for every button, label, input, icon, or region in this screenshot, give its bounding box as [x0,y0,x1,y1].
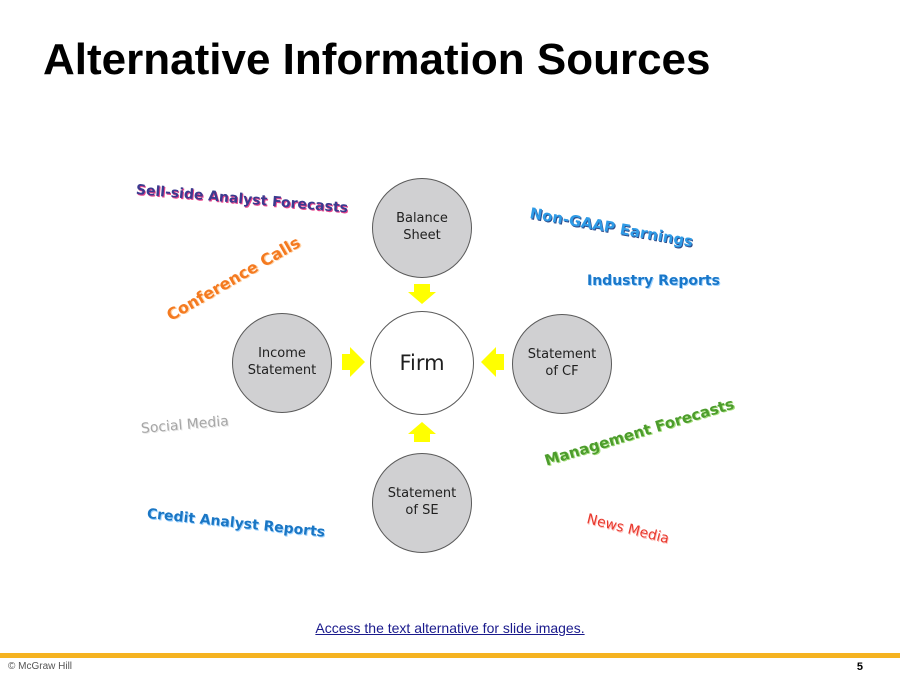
copyright-notice: © McGraw Hill [8,661,73,672]
firm-label: Firm [399,351,445,375]
text-alternative-link[interactable]: Access the text alternative for slide im… [315,620,585,636]
statement-of-se-node: Statement of SE [372,453,472,553]
statement-of-se-label: Statement of SE [387,486,457,518]
page-number: 5 [856,661,863,673]
balance-sheet-label: Balance Sheet [396,211,448,243]
arrow-from-income-statement [342,347,365,377]
arrow-from-statement-of-cf [481,347,504,377]
text-alternative-link-row: Access the text alternative for slide im… [0,620,900,636]
statement-of-cf-label: Statement of CF [527,347,597,379]
income-statement-node: Income Statement [232,313,332,413]
footer-accent-rule [0,653,900,658]
statement-of-cf-node: Statement of CF [512,314,612,414]
income-statement-label: Income Statement [247,346,317,378]
arrow-from-balance-sheet [408,284,436,304]
firm-node: Firm [370,311,474,415]
source-industry-reports: Industry Reports [587,273,720,289]
slide-title: Alternative Information Sources [43,35,711,84]
arrow-from-statement-of-se [408,422,436,442]
balance-sheet-node: Balance Sheet [372,178,472,278]
